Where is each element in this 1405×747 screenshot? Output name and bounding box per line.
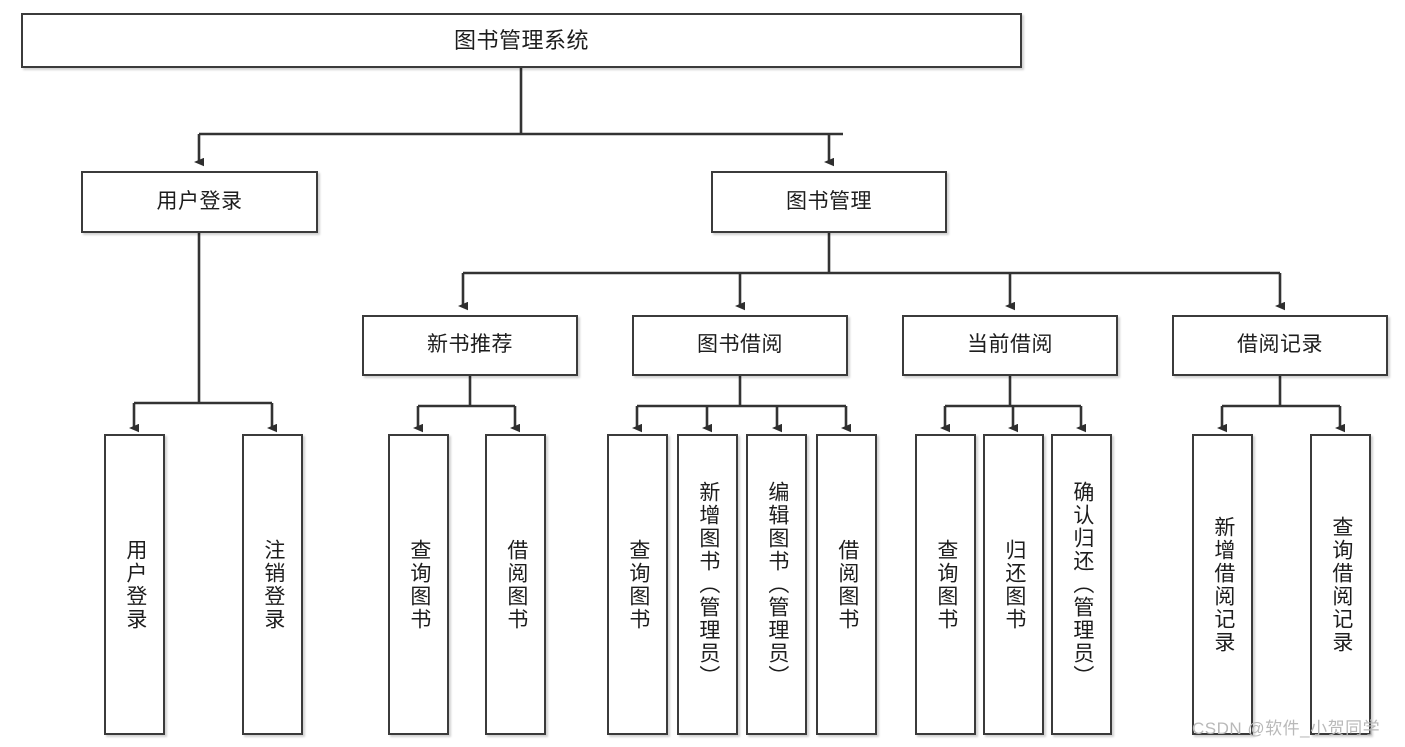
leaf-user-login[interactable]: 用户登录 — [104, 434, 165, 735]
node-label: 图书管理 — [786, 189, 872, 213]
leaf-add-borrow-record[interactable]: 新增借阅记录 — [1192, 434, 1253, 735]
node-label: 查询借阅记录 — [1329, 515, 1353, 654]
node-label: 用户登录 — [156, 189, 243, 213]
leaf-return-book[interactable]: 归还图书 — [983, 434, 1044, 735]
node-label: 查询图书 — [934, 538, 958, 631]
node-label: 查询图书 — [407, 538, 431, 631]
leaf-add-book-admin[interactable]: 新增图书（管理员） — [677, 434, 738, 735]
leaf-edit-book-admin[interactable]: 编辑图书（管理员） — [746, 434, 807, 735]
leaf-query-book-recommend[interactable]: 查询图书 — [388, 434, 449, 735]
leaf-logout-login[interactable]: 注销登录 — [242, 434, 303, 735]
node-label: 新书推荐 — [427, 333, 513, 357]
leaf-borrow-book[interactable]: 借阅图书 — [816, 434, 877, 735]
node-label: 确认归还（管理员） — [1070, 481, 1094, 688]
node-book-manage[interactable]: 图书管理 — [711, 171, 947, 233]
node-label: 新增图书（管理员） — [696, 481, 720, 688]
node-current-borrow[interactable]: 当前借阅 — [902, 315, 1118, 376]
node-label: 编辑图书（管理员） — [765, 481, 789, 688]
node-label: 当前借阅 — [967, 333, 1053, 357]
node-label: 注销登录 — [261, 538, 285, 631]
leaf-query-borrow-record[interactable]: 查询借阅记录 — [1310, 434, 1371, 735]
csdn-watermark: CSDN @软件_小贺同学 — [1192, 719, 1381, 738]
node-label: 借阅记录 — [1237, 333, 1323, 357]
leaf-query-book-current[interactable]: 查询图书 — [915, 434, 976, 735]
leaf-borrow-book-recommend[interactable]: 借阅图书 — [485, 434, 546, 735]
leaf-confirm-return-admin[interactable]: 确认归还（管理员） — [1051, 434, 1112, 735]
node-book-borrow[interactable]: 图书借阅 — [632, 315, 848, 376]
node-user-login[interactable]: 用户登录 — [81, 171, 318, 233]
node-label: 查询图书 — [626, 538, 650, 631]
node-label: 用户登录 — [123, 538, 147, 631]
node-new-book-recommend[interactable]: 新书推荐 — [362, 315, 578, 376]
node-label: 新增借阅记录 — [1211, 515, 1235, 654]
node-label: 图书借阅 — [697, 333, 783, 357]
node-label: 借阅图书 — [835, 538, 859, 631]
node-label: 借阅图书 — [504, 538, 528, 631]
node-root-book-management-system[interactable]: 图书管理系统 — [21, 13, 1022, 68]
node-label: 归还图书 — [1002, 538, 1026, 631]
node-borrow-record[interactable]: 借阅记录 — [1172, 315, 1388, 376]
leaf-query-book-borrow[interactable]: 查询图书 — [607, 434, 668, 735]
node-label: 图书管理系统 — [453, 27, 589, 53]
